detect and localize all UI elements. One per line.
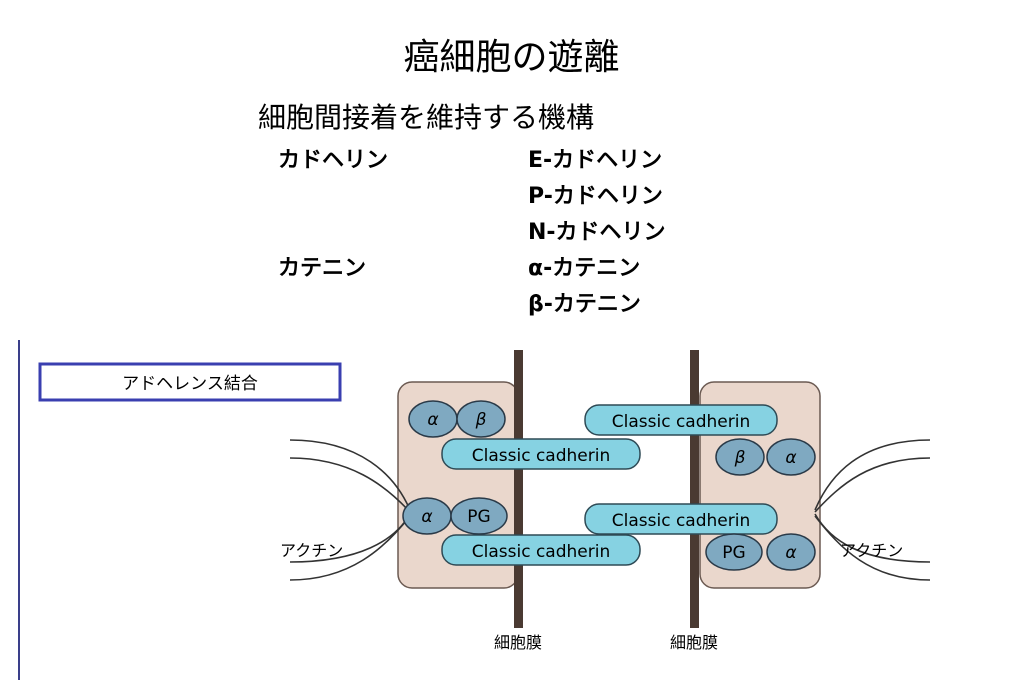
scan-edge-line xyxy=(18,340,20,680)
cadherin-left-bottom xyxy=(441,534,641,566)
plakoglobin-right xyxy=(705,533,763,571)
alpha-catenin-left-bottom-label: α xyxy=(421,507,432,527)
cadherin-left-bottom-label: Classic cadherin xyxy=(472,542,610,562)
actin-right-label: アクチン xyxy=(840,541,903,560)
cadherin-left-top-label: Classic cadherin xyxy=(472,446,610,466)
membrane-right-label: 細胞膜 xyxy=(670,633,718,652)
cadherin-group-label: カドヘリン xyxy=(278,148,389,173)
catenin-group-label: カテニン xyxy=(278,256,367,281)
beta-catenin-right-label: β xyxy=(734,448,746,468)
right-cell-membrane xyxy=(690,350,699,628)
plakoglobin-left xyxy=(450,497,508,535)
membrane-left-label: 細胞膜 xyxy=(494,633,542,652)
alpha-catenin-left-top-label: α xyxy=(427,410,438,430)
alpha-catenin-right-bottom xyxy=(766,533,816,571)
list-item-e-cadherin: E-カドヘリン xyxy=(528,148,663,173)
right-actin-filaments xyxy=(814,439,931,581)
cadherin-right-bottom-label: Classic cadherin xyxy=(612,511,750,531)
beta-catenin-left xyxy=(456,400,506,438)
list-item-beta-catenin: β-カテニン xyxy=(528,292,641,317)
slide-title: 癌細胞の遊離 xyxy=(403,37,620,78)
list-item-n-cadherin: N-カドヘリン xyxy=(528,220,666,245)
actin-left-label: アクチン xyxy=(280,541,343,560)
label-box-text: アドヘレンス結合 xyxy=(122,374,258,394)
alpha-catenin-right-bottom-label: α xyxy=(785,543,796,563)
cadherin-left-top xyxy=(441,438,641,470)
cadherin-right-bottom xyxy=(584,503,778,535)
list-item-alpha-catenin: α-カテニン xyxy=(528,256,641,281)
alpha-catenin-right-top-label: α xyxy=(785,448,796,468)
slide-subtitle: 細胞間接着を維持する機構 xyxy=(258,101,595,134)
beta-catenin-right xyxy=(715,438,765,476)
alpha-catenin-right-top xyxy=(766,438,816,476)
cadherin-right-top-label: Classic cadherin xyxy=(612,412,750,432)
label-box xyxy=(38,362,342,402)
plakoglobin-right-label: PG xyxy=(722,543,745,563)
cadherin-right-top xyxy=(584,404,778,436)
beta-catenin-left-label: β xyxy=(475,410,487,430)
plakoglobin-left-label: PG xyxy=(467,507,490,527)
adherens-junction-diagram: アドヘレンス結合 Classic cadherin Classic cadher… xyxy=(38,350,931,652)
list-item-p-cadherin: P-カドヘリン xyxy=(528,184,663,209)
left-cell-membrane xyxy=(514,350,523,628)
